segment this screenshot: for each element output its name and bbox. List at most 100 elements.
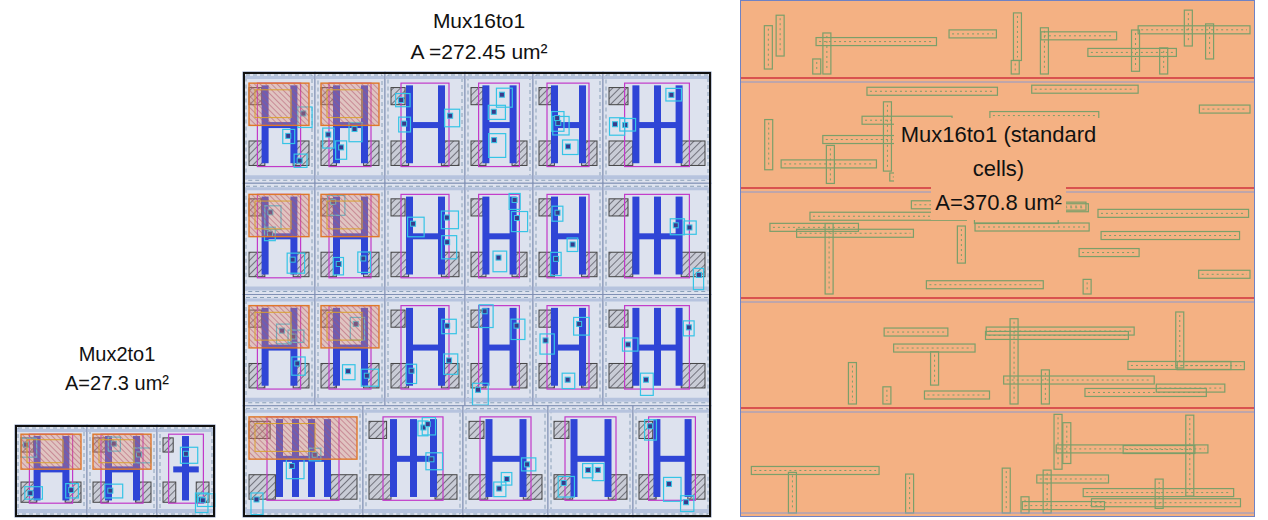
overlay-region (255, 424, 315, 452)
layout-cell (533, 72, 603, 183)
layout-cell (463, 406, 548, 517)
trace-dots (819, 41, 933, 42)
metal-outline (640, 373, 653, 395)
trace-dots (852, 366, 853, 401)
diffusion (681, 363, 705, 387)
metal-outline (105, 484, 123, 498)
trace-dots (1141, 29, 1247, 30)
metal-outline (553, 116, 569, 135)
metal-outline (522, 458, 536, 471)
power-rail (604, 175, 710, 179)
diffusion (554, 475, 573, 499)
trace-dots (784, 163, 873, 164)
poly-strap (407, 345, 442, 351)
trace-dots (1188, 13, 1189, 43)
routing-trace (1206, 24, 1214, 59)
routing-trace (1032, 85, 1138, 93)
layout-cell (363, 406, 463, 517)
cell-ground (363, 406, 463, 517)
nwell-outline (479, 306, 520, 389)
contact (339, 145, 344, 150)
nwell-outline (479, 83, 520, 166)
layout-cell (533, 183, 603, 294)
metal-outline (396, 94, 410, 107)
power-rail (316, 76, 384, 79)
trace-dots (887, 332, 945, 333)
trace-dots (780, 18, 781, 53)
trace-dots (929, 284, 1040, 285)
nwell-outline (625, 306, 690, 389)
diffusion (471, 199, 483, 216)
contact (577, 321, 582, 326)
contact (409, 368, 414, 373)
cell-boundary (468, 75, 530, 180)
layout-box: Mux2to1A=27.3 um² (15, 425, 215, 517)
power-rail (16, 509, 86, 513)
poly-strap (655, 456, 689, 462)
layout-cell (603, 183, 711, 294)
contact (566, 144, 571, 149)
contact (543, 338, 548, 343)
power-rail (244, 509, 362, 513)
trace-dots (1058, 417, 1059, 466)
cell-boundary (246, 409, 360, 514)
contact (444, 215, 449, 220)
contact (364, 373, 369, 378)
routing-trace (1083, 489, 1233, 497)
diffusion (469, 475, 488, 499)
power-rail (466, 299, 532, 302)
metal-outline (664, 477, 681, 501)
cell-boundary (606, 75, 708, 180)
standard-cell-ground (740, 0, 1255, 517)
power-rail (364, 509, 462, 513)
contact (673, 223, 678, 228)
trace-dots (961, 229, 962, 260)
cell-ground (243, 183, 315, 294)
routing-trace (1002, 468, 1010, 513)
metal-outline (558, 476, 574, 497)
metal-outline (442, 319, 457, 333)
layout-cell (603, 72, 711, 183)
power-rail (534, 76, 602, 79)
trace-dots (1104, 235, 1236, 236)
trace-dots (934, 355, 935, 382)
power-rail (386, 175, 464, 179)
routing-trace (816, 38, 936, 46)
contact (200, 498, 205, 503)
area-value: A=370.8 um² (931, 186, 1066, 220)
power-rail (316, 175, 384, 179)
contact (613, 122, 618, 127)
overlay-region (327, 201, 362, 229)
contact (448, 113, 453, 118)
cell-boundary (468, 186, 530, 291)
poly-strap (633, 122, 681, 128)
routing-trace (1013, 13, 1021, 61)
contact (425, 422, 430, 427)
metal-outline (683, 321, 694, 336)
contact (669, 92, 674, 97)
rail-line (740, 513, 1255, 514)
contact (554, 256, 559, 261)
contact (445, 323, 450, 328)
routing-trace (1054, 414, 1062, 469)
metal-outline (358, 252, 371, 272)
contact (297, 158, 302, 163)
trace-dots (1025, 500, 1026, 510)
trace-dots (1082, 252, 1136, 253)
overlay-region (249, 417, 357, 459)
cell-ground (533, 183, 603, 294)
power-rail (604, 187, 710, 190)
trace-dots (952, 33, 993, 34)
metal-outline (488, 105, 505, 119)
power-rail (534, 287, 602, 291)
layout-cell (533, 295, 603, 406)
metal-outline (441, 211, 458, 229)
overlay-region (249, 306, 309, 348)
routing-trace (1132, 30, 1140, 71)
power-rail (244, 187, 314, 190)
power-rail (316, 287, 384, 291)
routing-trace (825, 224, 833, 294)
trace-dots (1059, 448, 1205, 449)
overlay-region (321, 194, 379, 236)
contact (686, 325, 691, 330)
